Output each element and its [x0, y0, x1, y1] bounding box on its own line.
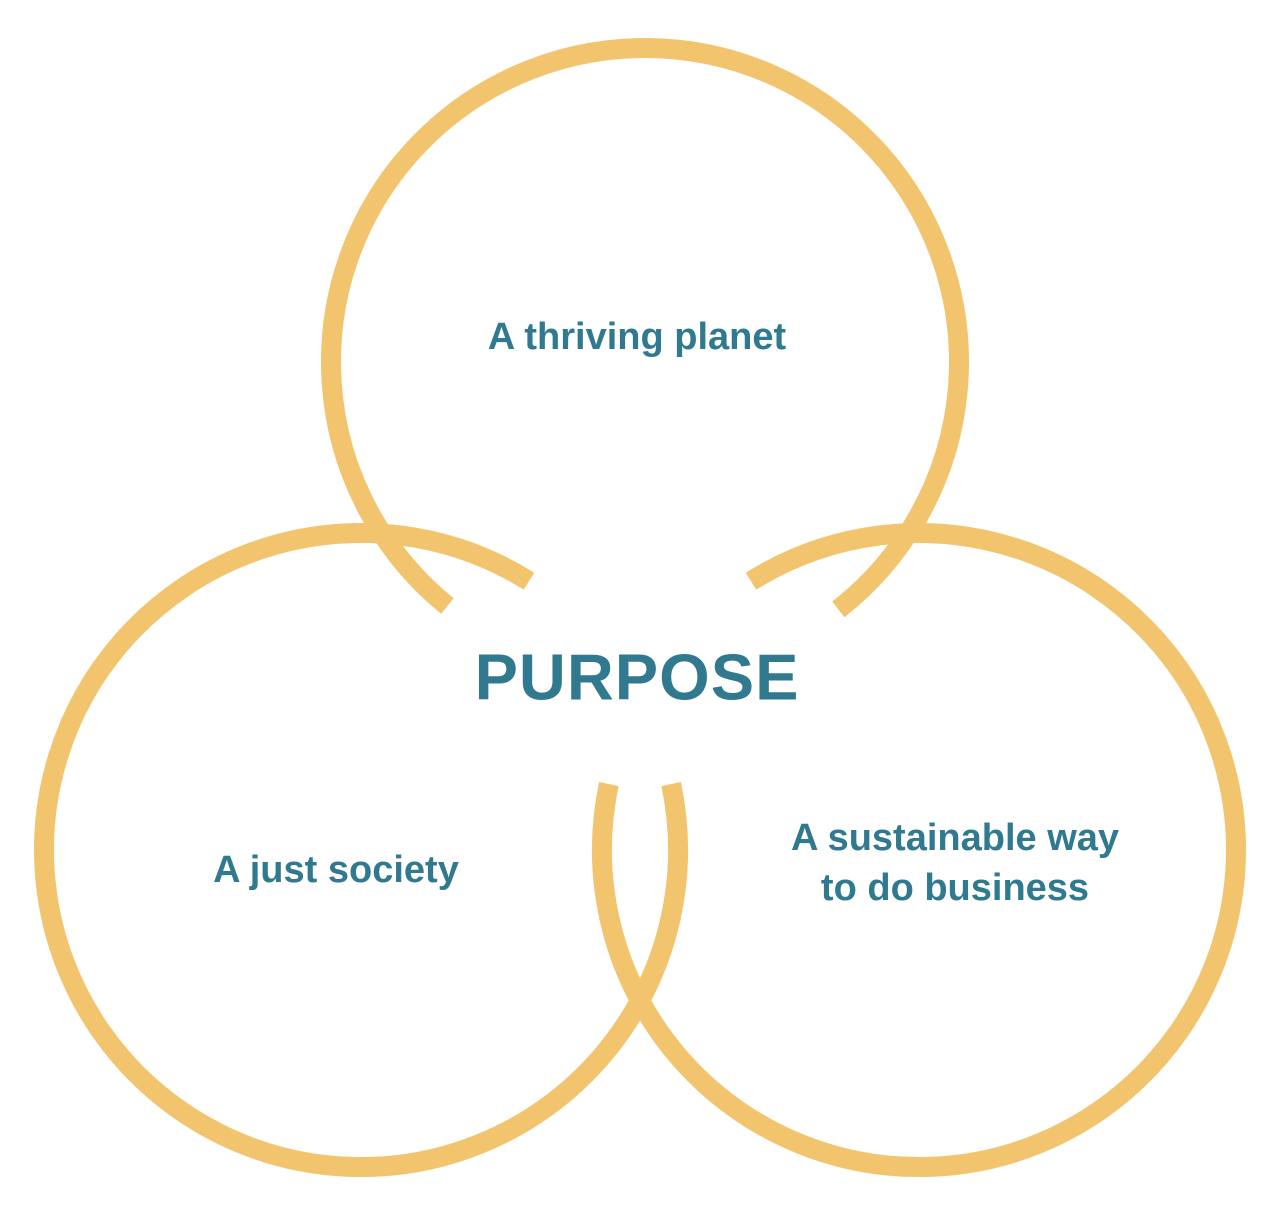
label-sustainable-business-line-2: to do business	[820, 867, 1090, 909]
circle-just-society	[34, 523, 688, 1178]
label-sustainable-business: A sustainable way to do business	[791, 813, 1119, 913]
label-just-society: A just society	[213, 845, 459, 895]
circle-sustainable-business	[592, 523, 1246, 1178]
label-sustainable-business-line-1: A sustainable way	[790, 816, 1120, 859]
center-title-purpose: PURPOSE	[474, 640, 800, 714]
label-just-society-line: A just society	[213, 848, 459, 891]
circle-thriving-planet	[320, 37, 969, 618]
label-thriving-planet: A thriving planet	[488, 312, 786, 362]
label-thriving-planet-line: A thriving planet	[487, 315, 787, 358]
